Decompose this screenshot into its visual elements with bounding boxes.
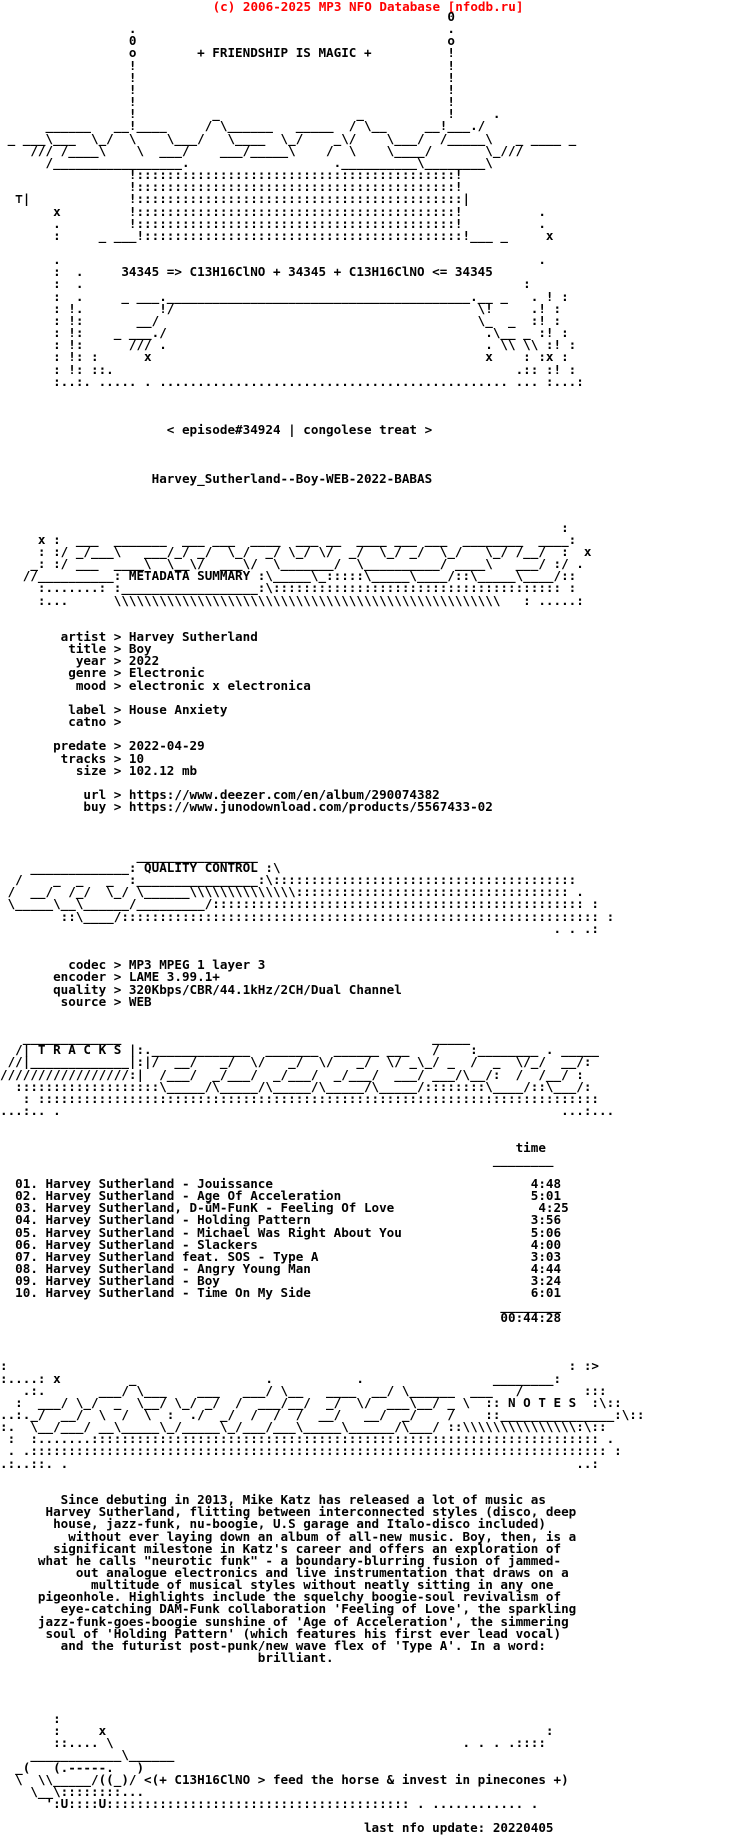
- nfo-text: 0 . . 0 o o + FRIENDSHIP IS MAGIC + !: [0, 9, 645, 1835]
- copyright-header: (c) 2006-2025 MP3 NFO Database [nfodb.ru…: [212, 0, 524, 14]
